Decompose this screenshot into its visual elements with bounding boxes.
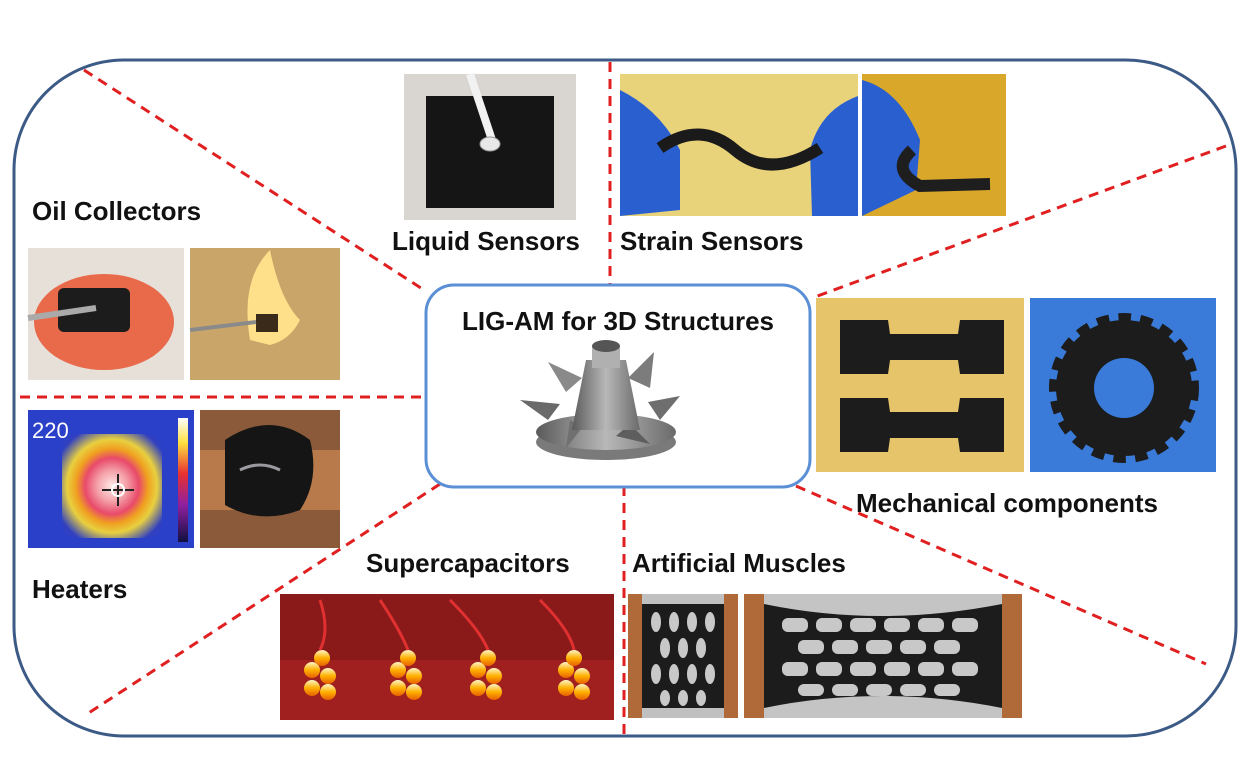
strain-sensor-photo-twisted bbox=[620, 74, 858, 216]
supercapacitor-led-photo bbox=[280, 594, 614, 720]
strain-sensor-photo-bent bbox=[862, 74, 1006, 216]
mechanical-dogbone-photo bbox=[816, 298, 1024, 472]
section-dividers bbox=[20, 62, 1227, 734]
divider-bottom-right bbox=[795, 484, 1207, 666]
heater-thermal-value: 220 bbox=[32, 418, 69, 443]
thermal-color-scale bbox=[178, 418, 188, 542]
label-artificial-muscles: Artificial Muscles bbox=[632, 548, 846, 578]
turbine-image bbox=[520, 340, 680, 460]
mechanical-gear-photo bbox=[1030, 298, 1216, 472]
artificial-muscle-photo-small bbox=[628, 594, 738, 718]
heater-thermal-image bbox=[28, 410, 194, 548]
label-oil-collectors: Oil Collectors bbox=[32, 196, 202, 226]
label-supercapacitors: Supercapacitors bbox=[366, 548, 570, 578]
heater-device-photo bbox=[200, 410, 340, 548]
label-liquid-sensors: Liquid Sensors bbox=[392, 226, 580, 256]
label-strain-sensors: Strain Sensors bbox=[620, 226, 804, 256]
artificial-muscle-photo-large bbox=[744, 594, 1022, 718]
outer-frame bbox=[12, 58, 1238, 738]
liquid-sensor-photo bbox=[404, 72, 576, 220]
center-title: LIG-AM for 3D Structures bbox=[461, 306, 775, 336]
divider-top-right bbox=[811, 144, 1227, 300]
oil-collector-photo-dish bbox=[27, 248, 184, 380]
oil-collector-photo-flame bbox=[189, 248, 340, 380]
label-mechanical-components: Mechanical components bbox=[856, 488, 1158, 518]
divider-bottom-left bbox=[83, 482, 441, 718]
label-heaters: Heaters bbox=[32, 574, 128, 604]
